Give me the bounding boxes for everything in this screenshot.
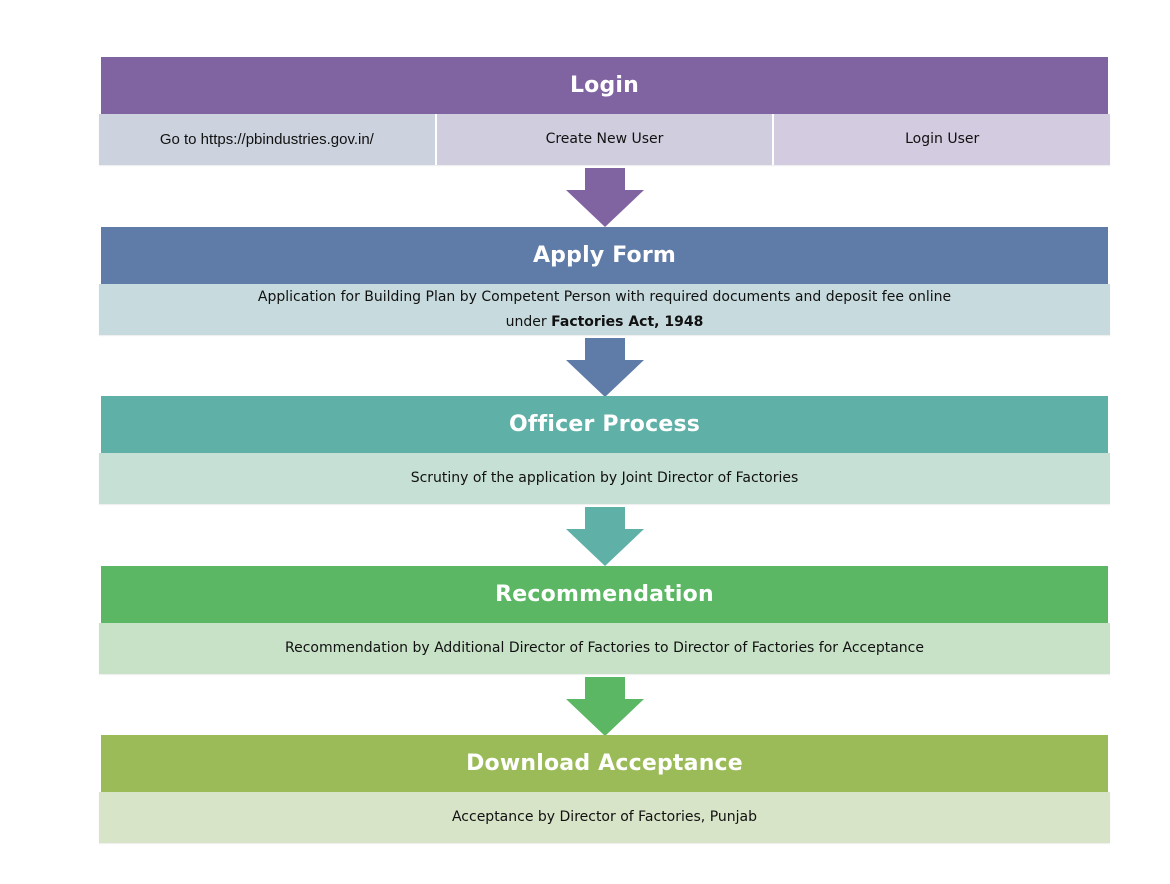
step-apply-form-body: Application for Building Plan by Compete…	[99, 284, 1110, 335]
down-arrow-4-shape	[566, 677, 644, 736]
apply-form-line1: Application for Building Plan by Compete…	[257, 288, 952, 305]
login-cell-goto-url: Go to https://pbindustries.gov.in/	[99, 114, 437, 165]
down-arrow-2-shape	[566, 338, 644, 397]
recommendation-description: Recommendation by Additional Director of…	[99, 623, 1110, 674]
apply-form-description: Application for Building Plan by Compete…	[99, 284, 1110, 335]
step-download-acceptance-body: Acceptance by Director of Factories, Pun…	[99, 792, 1110, 843]
step-login-header: Login	[101, 57, 1108, 114]
step-apply-form-header: Apply Form	[101, 227, 1108, 284]
down-arrow-1	[566, 168, 644, 227]
step-officer-process-body: Scrutiny of the application by Joint Dir…	[99, 453, 1110, 504]
step-download-acceptance-header: Download Acceptance	[101, 735, 1108, 792]
apply-form-line2: under Factories Act, 1948	[506, 310, 704, 335]
down-arrow-1-shape	[566, 168, 644, 227]
down-arrow-3-shape	[566, 507, 644, 566]
step-officer-process-header: Officer Process	[101, 396, 1108, 453]
officer-process-description: Scrutiny of the application by Joint Dir…	[99, 453, 1110, 504]
login-cell-create-user: Create New User	[436, 114, 775, 165]
step-recommendation-body: Recommendation by Additional Director of…	[99, 623, 1110, 674]
step-login-body: Go to https://pbindustries.gov.in/ Creat…	[99, 114, 1111, 165]
down-arrow-2	[566, 338, 644, 397]
login-cell-login-user: Login User	[774, 114, 1111, 165]
down-arrow-3	[566, 507, 644, 566]
apply-form-act-name: Factories Act, 1948	[551, 313, 704, 330]
down-arrow-4	[566, 677, 644, 736]
apply-form-line2-prefix: under	[505, 313, 552, 330]
step-recommendation-header: Recommendation	[101, 566, 1108, 623]
download-acceptance-description: Acceptance by Director of Factories, Pun…	[99, 792, 1110, 843]
